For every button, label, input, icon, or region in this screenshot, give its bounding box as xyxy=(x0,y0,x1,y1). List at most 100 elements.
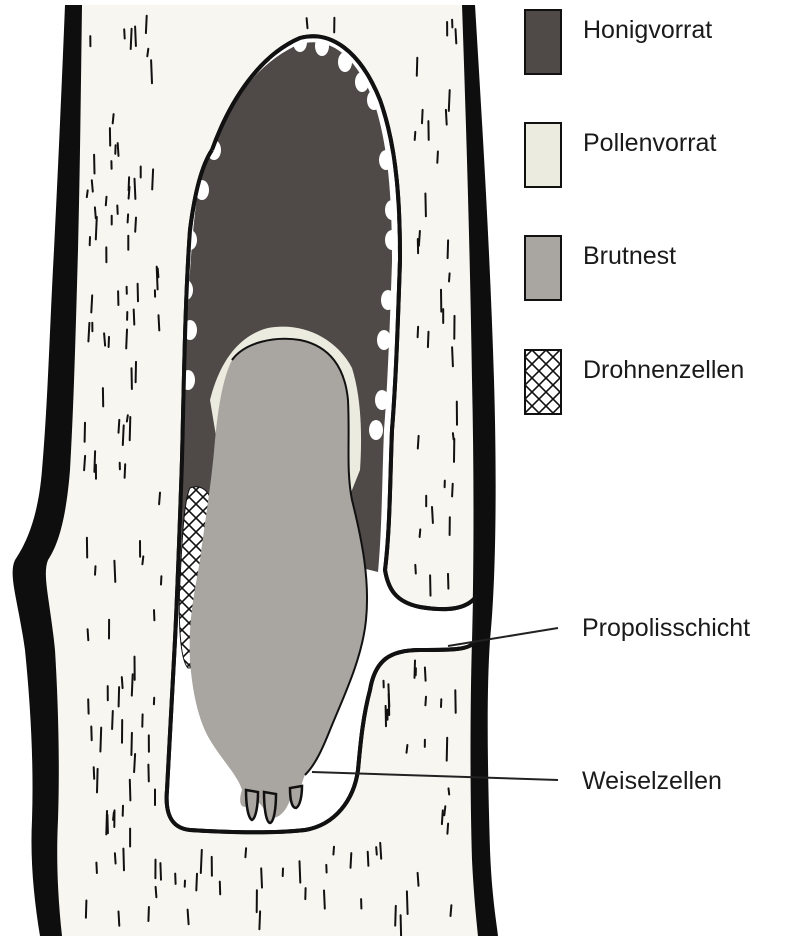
wood-grain-mark xyxy=(123,425,124,445)
wood-grain-mark xyxy=(452,347,453,366)
wood-grain-mark xyxy=(86,901,87,918)
wood-grain-mark xyxy=(119,420,120,433)
wood-grain-mark xyxy=(188,910,189,925)
wood-grain-mark xyxy=(333,847,334,855)
wood-grain-mark xyxy=(130,417,131,440)
wood-grain-mark xyxy=(422,110,423,123)
wood-grain-mark xyxy=(130,780,131,801)
wood-grain-mark xyxy=(407,745,408,753)
wood-grain-mark xyxy=(449,788,450,794)
wood-grain-mark xyxy=(300,861,301,882)
wood-grain-mark xyxy=(159,493,160,505)
wood-grain-mark xyxy=(415,565,416,574)
comb-gap xyxy=(381,290,395,310)
wood-grain-mark xyxy=(88,323,89,342)
wood-grain-mark xyxy=(134,310,135,325)
wood-grain-mark xyxy=(127,415,128,421)
wood-grain-mark xyxy=(428,332,429,347)
wood-grain-mark xyxy=(196,874,197,891)
wood-grain-mark xyxy=(418,327,419,337)
wood-grain-mark xyxy=(100,728,101,752)
wood-grain-mark xyxy=(388,684,389,707)
wood-grain-mark xyxy=(395,906,396,926)
wood-grain-mark xyxy=(148,907,149,921)
wood-grain-mark xyxy=(87,190,88,197)
wood-grain-mark xyxy=(324,891,325,909)
wood-grain-mark xyxy=(437,152,438,163)
wood-grain-mark xyxy=(96,863,97,873)
wood-grain-mark xyxy=(147,49,148,57)
wood-grain-mark xyxy=(146,16,147,33)
wood-grain-mark xyxy=(114,561,115,582)
legend-label-pollen: Pollenvorrat xyxy=(583,129,716,157)
wood-grain-mark xyxy=(135,27,136,47)
wood-grain-mark xyxy=(425,697,426,706)
wood-grain-mark xyxy=(425,194,426,217)
wood-grain-mark xyxy=(417,58,418,76)
wood-grain-mark xyxy=(124,29,125,38)
wood-grain-mark xyxy=(432,507,433,523)
wood-grain-mark xyxy=(157,267,158,290)
legend-swatch-drone xyxy=(525,350,561,414)
wood-grain-mark xyxy=(84,456,85,470)
wood-grain-mark xyxy=(261,868,262,887)
wood-grain-mark xyxy=(123,849,124,871)
comb-gap xyxy=(377,330,391,350)
wood-grain-mark xyxy=(112,711,113,729)
wood-grain-mark xyxy=(449,90,450,111)
wood-grain-mark xyxy=(92,180,93,191)
wood-grain-mark xyxy=(115,853,116,863)
callout-label-propolis: Propolisschicht xyxy=(582,614,750,642)
wood-grain-mark xyxy=(106,197,107,206)
wood-grain-mark xyxy=(418,873,419,886)
wood-grain-mark xyxy=(125,464,126,478)
wood-grain-mark xyxy=(94,451,95,472)
wood-grain-mark xyxy=(419,231,420,246)
wood-grain-mark xyxy=(418,436,419,449)
comb-gap xyxy=(379,150,393,170)
wood-grain-mark xyxy=(126,330,127,349)
wood-grain-mark xyxy=(380,843,381,859)
wood-grain-mark xyxy=(447,824,448,834)
wood-grain-mark xyxy=(420,529,421,537)
callout-label-queen-cells: Weiselzellen xyxy=(582,767,722,795)
wood-grain-mark xyxy=(449,273,450,281)
wood-grain-mark xyxy=(113,812,114,820)
wood-grain-mark xyxy=(456,29,457,43)
wood-grain-mark xyxy=(95,566,96,575)
wood-grain-mark xyxy=(131,733,132,755)
wood-grain-mark xyxy=(122,677,123,688)
comb-gap xyxy=(385,230,399,250)
wood-grain-mark xyxy=(415,661,416,678)
wood-grain-mark xyxy=(376,847,377,855)
wood-grain-mark xyxy=(156,887,157,897)
wood-grain-mark xyxy=(119,912,120,926)
wood-grain-mark xyxy=(128,214,129,222)
wood-grain-mark xyxy=(142,556,143,564)
wood-grain-mark xyxy=(88,629,89,640)
legend-swatch-pollen xyxy=(525,123,561,187)
wood-grain-mark xyxy=(95,207,96,218)
wood-grain-mark xyxy=(401,915,402,936)
wood-grain-mark xyxy=(442,810,443,824)
wood-grain-mark xyxy=(119,687,120,706)
legend-swatch-honey xyxy=(525,10,561,74)
legend-label-brood: Brutnest xyxy=(583,242,676,270)
wood-grain-mark xyxy=(113,114,114,123)
wood-grain-mark xyxy=(245,848,246,857)
wood-grain-mark xyxy=(97,769,98,793)
wood-grain-mark xyxy=(368,852,369,866)
wood-grain-mark xyxy=(452,484,453,497)
wood-grain-mark xyxy=(129,187,130,199)
wood-grain-mark xyxy=(151,60,152,83)
comb-gap xyxy=(375,390,389,410)
legend: Honigvorrat Pollenvorrat Brutnest Drohne… xyxy=(525,10,744,414)
wood-grain-mark xyxy=(94,767,95,779)
wood-grain-mark xyxy=(91,295,92,312)
wood-grain-mark xyxy=(444,806,445,815)
wood-grain-mark xyxy=(351,853,352,868)
wood-grain-mark xyxy=(307,18,308,28)
wood-grain-mark xyxy=(135,179,136,199)
wood-grain-mark xyxy=(415,132,416,140)
wood-grain-mark xyxy=(96,217,97,239)
